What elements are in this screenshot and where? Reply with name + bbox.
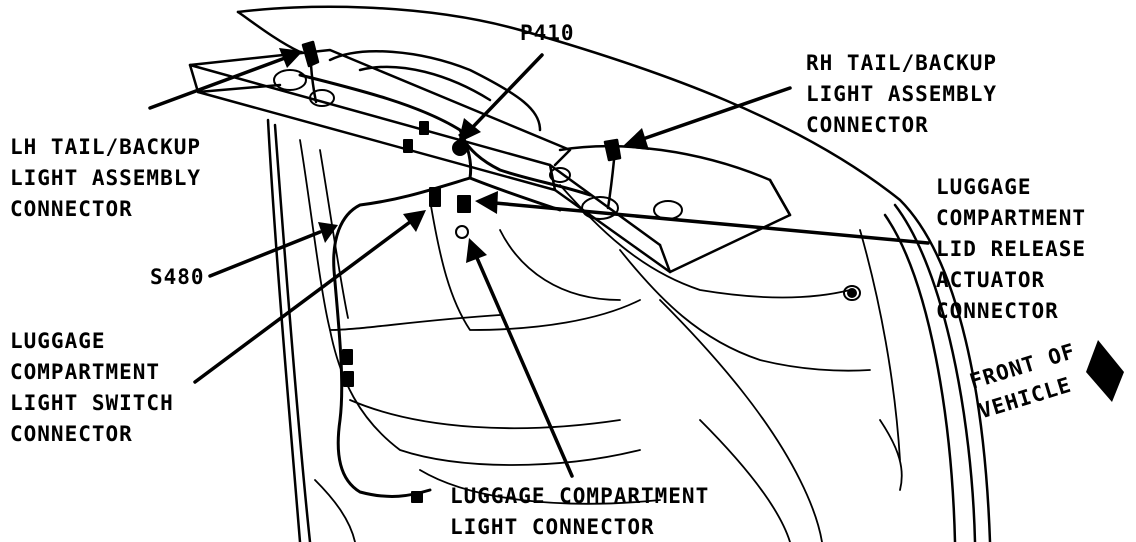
tail-lamp-socket-bosses <box>273 69 861 301</box>
callout-line: COMPARTMENT <box>936 206 1087 230</box>
arrow-s480 <box>208 222 338 278</box>
callout-line: LIGHT SWITCH <box>10 391 174 415</box>
callout-s480: S480 <box>150 262 205 293</box>
rh-tail-lamp-connector <box>603 138 622 210</box>
callout-line: S480 <box>150 265 205 289</box>
callout-light-connector: LUGGAGE COMPARTMENT LIGHT CONNECTOR <box>450 481 709 542</box>
callout-line: CONNECTOR <box>10 422 133 446</box>
arrow-light-switch <box>193 210 426 384</box>
lid-outer-shell <box>236 5 992 542</box>
callout-lid-release-connector: LUGGAGE COMPARTMENT LID RELEASE ACTUATOR… <box>936 172 1086 327</box>
wiring-harness <box>298 73 592 498</box>
upper-rail <box>188 48 792 274</box>
arrow-lh-tail <box>148 48 303 110</box>
callout-light-switch-connector: LUGGAGE COMPARTMENT LIGHT SWITCH CONNECT… <box>10 326 174 450</box>
harness-ties <box>342 121 429 503</box>
leader-arrows <box>148 48 930 478</box>
callout-line: CONNECTOR <box>936 299 1059 323</box>
lh-tail-lamp-connector <box>301 40 320 104</box>
arrow-light-connector <box>466 238 574 478</box>
callout-line: LH TAIL/BACKUP <box>10 135 202 159</box>
callout-line: LUGGAGE COMPARTMENT <box>450 484 710 508</box>
arrow-lid-release <box>475 191 930 245</box>
callout-line: CONNECTOR <box>806 113 929 137</box>
callout-lh-tail-connector: LH TAIL/BACKUP LIGHT ASSEMBLY CONNECTOR <box>10 132 201 225</box>
callout-line: LID RELEASE <box>936 237 1087 261</box>
callout-p410: P410 <box>520 18 575 49</box>
arrow-p410 <box>458 53 544 143</box>
callout-line: LIGHT ASSEMBLY <box>10 166 202 190</box>
callout-p410-line: P410 <box>520 21 575 45</box>
arrow-rh-tail <box>622 86 792 150</box>
callout-line: LIGHT ASSEMBLY <box>806 82 998 106</box>
callout-line: CONNECTOR <box>10 197 133 221</box>
callout-line: ACTUATOR <box>936 268 1046 292</box>
lid-inner-contours <box>299 139 903 542</box>
callout-line: LUGGAGE <box>10 329 106 353</box>
callout-line: COMPARTMENT <box>10 360 161 384</box>
callout-line: LUGGAGE <box>936 175 1032 199</box>
front-direction-arrow <box>1086 340 1124 402</box>
harness-connectors <box>429 140 857 298</box>
callout-line: LIGHT CONNECTOR <box>450 515 655 539</box>
callout-rh-tail-connector: RH TAIL/BACKUP LIGHT ASSEMBLY CONNECTOR <box>806 48 997 141</box>
callout-line: RH TAIL/BACKUP <box>806 51 998 75</box>
